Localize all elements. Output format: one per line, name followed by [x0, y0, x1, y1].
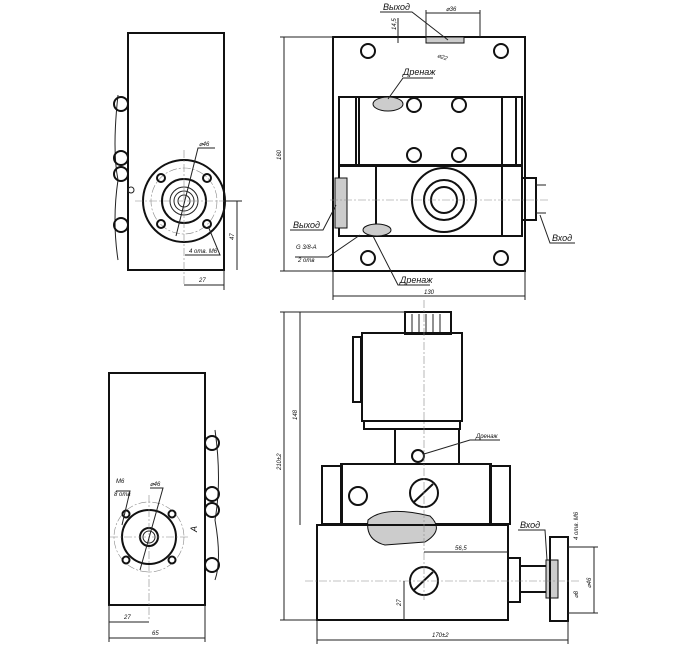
drain-bottom-label: Дренаж — [399, 275, 433, 285]
width-170: 170±2 — [432, 633, 449, 639]
height-160: 160 — [277, 149, 283, 160]
front-dia-46: ⌀46 — [587, 577, 593, 588]
thread-count-label: 2 отв — [297, 258, 314, 264]
side-view-bottom: ⌀46 М6 8 отв А 27 65 — [108, 372, 220, 642]
dim-148: 148 — [293, 409, 299, 420]
dia-46-label-b: ⌀46 — [150, 482, 161, 488]
front-inlet-label: Вход — [520, 520, 540, 530]
drain-top-label: Дренаж — [402, 67, 436, 77]
front-dia-8: ⌀8 — [574, 590, 580, 598]
side-view-top: ⌀46 4 отв. М6 47 27 — [113, 32, 242, 290]
top-view: ⌀36 Выход 14,5 ⌀22 Дренаж 160 Выход G 3/… — [277, 2, 575, 300]
dia-22-label: ⌀22 — [436, 53, 448, 62]
dia-46-label: ⌀46 — [199, 142, 210, 148]
dim-27-b: 27 — [123, 615, 131, 621]
front-drain-label: Дренаж — [475, 434, 499, 440]
outlet-top-label: Выход — [383, 2, 410, 12]
dia-36-label: ⌀36 — [446, 7, 457, 13]
height-210: 210±2 — [277, 453, 283, 471]
dim-65: 65 — [152, 631, 159, 637]
width-130: 130 — [424, 290, 435, 296]
dim-14-5: 14,5 — [392, 18, 398, 30]
thread-m6-label: М6 — [116, 479, 125, 485]
dim-27-front: 27 — [397, 599, 403, 607]
thread-label: G 3/8-A — [296, 245, 317, 251]
hole-count-label: 8 отв — [114, 492, 130, 498]
dim-27: 27 — [198, 278, 206, 284]
outlet-left-label: Выход — [293, 220, 320, 230]
holes-label: 4 отв. М6 — [189, 249, 218, 255]
front-holes-label: 4 отв. М6 — [574, 511, 580, 540]
front-view: Дренаж 210±2 148 56,5 27 Вход 4 отв. М6 … — [277, 300, 598, 644]
inlet-label: Вход — [552, 233, 572, 243]
dim-47: 47 — [230, 233, 236, 240]
view-letter: А — [189, 526, 199, 533]
dim-56-5: 56,5 — [455, 546, 467, 552]
